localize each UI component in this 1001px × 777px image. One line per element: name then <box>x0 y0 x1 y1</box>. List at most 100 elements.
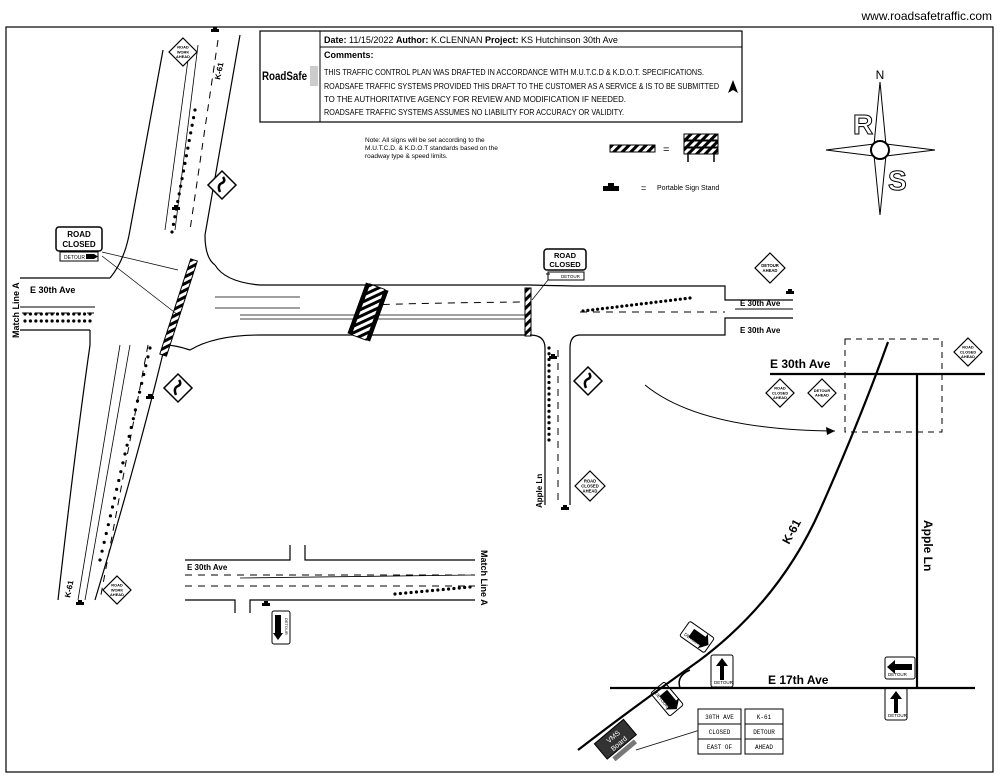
channelizing-cone <box>176 199 180 204</box>
channelizing-cone <box>34 312 38 316</box>
channelizing-cone <box>468 585 472 589</box>
channelizing-cone <box>102 540 106 544</box>
svg-text:ROAD: ROAD <box>67 230 91 239</box>
channelizing-cone <box>144 364 148 368</box>
channelizing-cone <box>72 319 76 323</box>
channelizing-cone <box>591 308 595 312</box>
svg-text:K-61: K-61 <box>779 517 804 547</box>
channelizing-cone <box>586 308 590 313</box>
channelizing-devices <box>23 108 692 596</box>
svg-text:ROAD: ROAD <box>111 583 123 588</box>
channelizing-cone <box>446 587 451 591</box>
channelizing-cone <box>77 312 81 316</box>
channelizing-cone <box>82 312 87 316</box>
channelizing-cone <box>100 549 104 553</box>
channelizing-cone <box>183 161 187 165</box>
channelizing-cone <box>146 355 150 359</box>
svg-text:CLOSED: CLOSED <box>549 260 581 269</box>
svg-text:AHEAD: AHEAD <box>815 393 829 398</box>
svg-text:CLOSED: CLOSED <box>709 729 731 736</box>
channelizing-cone <box>191 116 196 120</box>
svg-text:ROAD: ROAD <box>177 45 189 50</box>
barricade-elevation-icon <box>683 133 719 162</box>
channelizing-cone <box>112 496 117 500</box>
channelizing-cone <box>639 302 643 306</box>
channelizing-cone <box>127 434 131 438</box>
channelizing-cone <box>173 215 177 219</box>
channelizing-cone <box>649 301 653 305</box>
channelizing-cone <box>547 392 551 396</box>
reverse-curve-sign <box>572 365 604 397</box>
sign-stand-icon <box>172 205 180 210</box>
channelizing-cone <box>23 319 27 323</box>
svg-text:Portable Sign Stand: Portable Sign Stand <box>657 185 719 192</box>
svg-text:DETOUR: DETOUR <box>888 672 908 677</box>
channelizing-cone <box>119 470 123 474</box>
channelizing-cone <box>547 375 551 379</box>
svg-text:ROAD: ROAD <box>774 386 786 391</box>
channelizing-cone <box>104 531 108 536</box>
detour-left-sign: DETOUR <box>884 656 916 680</box>
page-border <box>5 26 994 773</box>
vms-board: VMS Board <box>593 718 638 762</box>
apple-ln-intersection <box>529 284 793 505</box>
svg-text:DETOUR: DETOUR <box>561 274 581 279</box>
sign-stand-icon <box>262 601 270 606</box>
channelizing-cone <box>133 408 138 412</box>
channelizing-cone <box>634 302 639 307</box>
sign-stand-icon <box>549 354 557 359</box>
svg-text:WORK: WORK <box>111 587 124 592</box>
channelizing-cone <box>630 303 634 307</box>
channelizing-cone <box>547 403 551 408</box>
svg-text:=: = <box>663 144 669 156</box>
channelizing-cone <box>140 381 144 385</box>
channelizing-cone <box>547 352 551 356</box>
svg-text:K-61: K-61 <box>213 61 226 80</box>
channelizing-cone <box>441 587 445 592</box>
sign-stand-icon <box>146 394 154 399</box>
svg-text:ROADSAFE TRAFFIC SYSTEMS PROVI: ROADSAFE TRAFFIC SYSTEMS PROVIDED THIS D… <box>324 81 719 91</box>
channelizing-cone <box>39 319 43 323</box>
channelizing-cone <box>50 319 54 323</box>
channelizing-cone <box>678 297 682 301</box>
channelizing-cone <box>625 304 629 308</box>
channelizing-cone <box>131 417 135 421</box>
channelizing-cone <box>181 169 186 173</box>
channelizing-cone <box>34 319 38 323</box>
channelizing-cone <box>115 487 119 491</box>
channelizing-cone <box>190 123 194 127</box>
channelizing-cone <box>137 390 142 394</box>
barricade-plan-icon <box>609 144 656 153</box>
reverse-curve-sign <box>162 372 194 404</box>
channelizing-cone <box>171 222 176 226</box>
svg-text:DETOUR: DETOUR <box>64 255 85 261</box>
channelizing-cone <box>398 591 402 596</box>
channelizing-cone <box>547 432 551 436</box>
channelizing-cone <box>436 588 440 592</box>
svg-text:ROAD: ROAD <box>962 345 974 350</box>
channelizing-cone <box>654 300 658 304</box>
svg-text:E 30th Ave: E 30th Ave <box>30 285 75 295</box>
inset-e30th: E 30th Ave Match Line A DETOUR <box>185 545 489 645</box>
detour-arrow-icon <box>890 691 902 713</box>
channelizing-cone <box>88 319 92 323</box>
channelizing-cone <box>463 585 467 590</box>
svg-text:DETOUR: DETOUR <box>888 713 908 718</box>
channelizing-cone <box>605 306 609 310</box>
svg-text:M.U.T.C.D. & K.D.O.T standards: M.U.T.C.D. & K.D.O.T standards based on … <box>365 145 498 152</box>
channelizing-cone <box>23 312 27 316</box>
svg-text:E 17th Ave: E 17th Ave <box>768 673 829 687</box>
detour-arrow-sign: DETOUR <box>271 610 291 645</box>
svg-text:AHEAD: AHEAD <box>961 354 975 359</box>
svg-text:E 30th Ave: E 30th Ave <box>740 299 781 308</box>
reverse-curve-sign <box>206 169 238 201</box>
channelizing-cone <box>187 138 191 143</box>
svg-text:AHEAD: AHEAD <box>755 744 773 751</box>
k61-intersection <box>20 34 530 601</box>
svg-text:AHEAD: AHEAD <box>110 592 124 597</box>
channelizing-cone <box>615 305 619 309</box>
channelizing-cone <box>125 443 129 447</box>
